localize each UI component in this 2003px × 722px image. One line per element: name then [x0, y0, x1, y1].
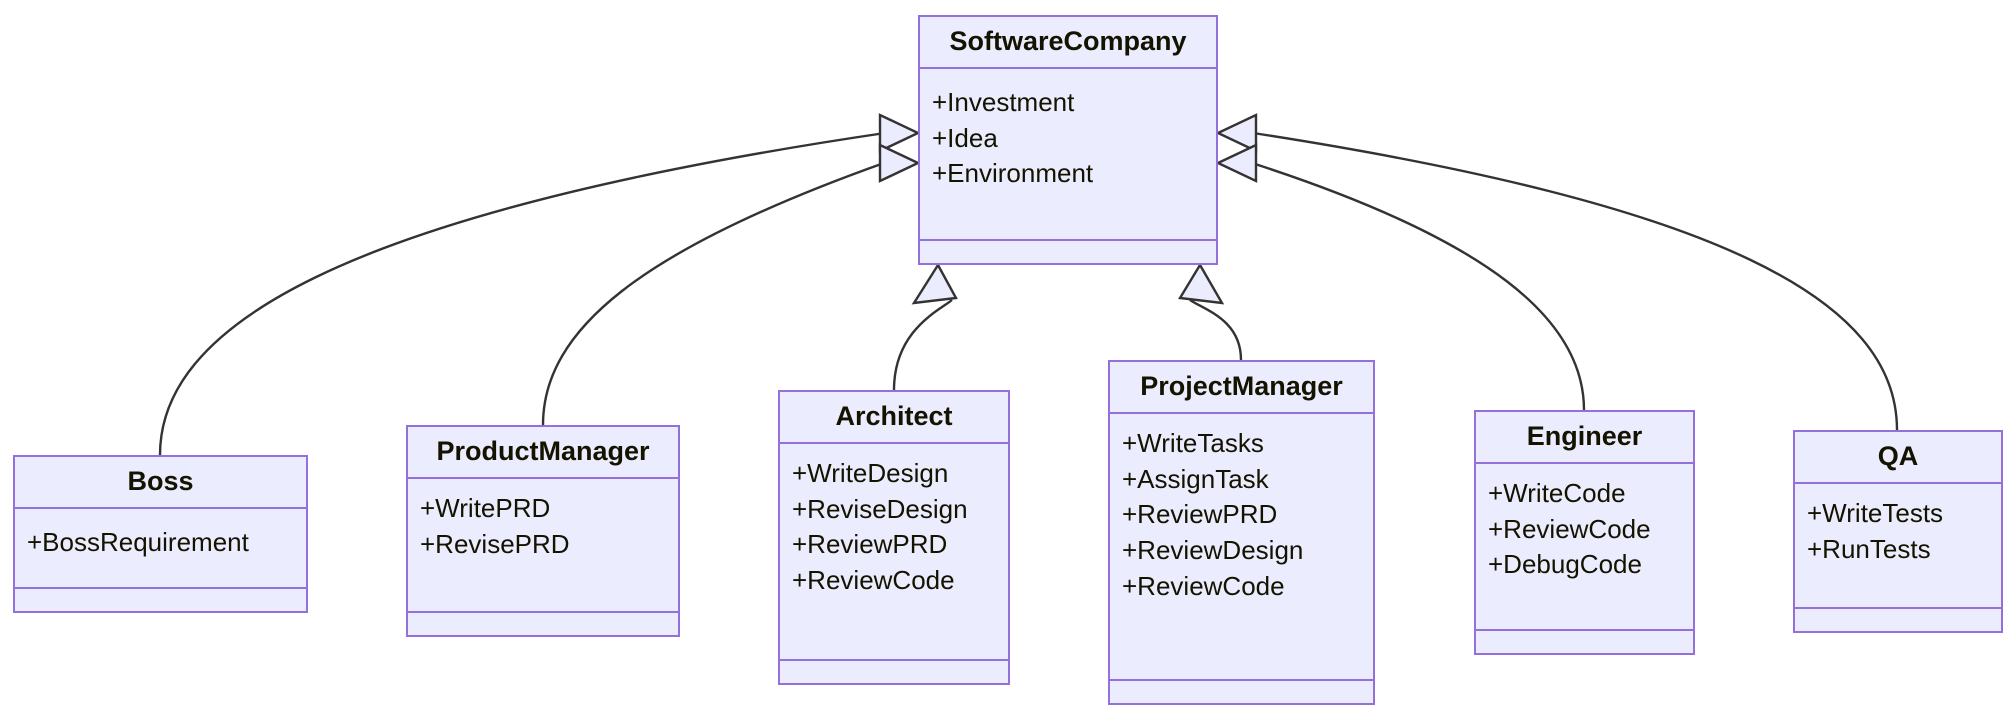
attribute-item: +ReviewCode	[792, 565, 955, 596]
inheritance-arrowhead-productmanager	[878, 143, 921, 183]
class-box-engineer[interactable]: Engineer +WriteCode +ReviewCode +DebugCo…	[1474, 410, 1695, 655]
attribute-item: +RunTests	[1807, 533, 1931, 564]
attribute-item: +ReviewPRD	[1122, 499, 1278, 530]
class-attributes-engineer: +WriteCode +ReviewCode +DebugCode	[1476, 464, 1693, 631]
class-box-architect[interactable]: Architect +WriteDesign +ReviseDesign +Re…	[778, 390, 1010, 685]
class-title-projectmanager: ProjectManager	[1110, 362, 1373, 414]
attribute-item: +DebugCode	[1488, 549, 1642, 580]
class-box-boss[interactable]: Boss +BossRequirement	[13, 455, 308, 613]
attribute-item: +Idea	[932, 122, 998, 153]
attribute-item: +RevisePRD	[420, 528, 570, 559]
inheritance-arrowhead-qa	[1215, 113, 1258, 153]
attribute-item: +ReviewDesign	[1122, 535, 1304, 566]
edge-projectmanager-to-softwarecompany	[1189, 298, 1243, 361]
class-methods-projectmanager	[1110, 681, 1373, 703]
inheritance-arrowhead-projectmanager	[1178, 262, 1225, 305]
class-title-softwarecompany: SoftwareCompany	[920, 17, 1216, 69]
edge-architect-to-softwarecompany	[892, 299, 953, 391]
class-title-engineer: Engineer	[1476, 412, 1693, 464]
attribute-item: +WriteTests	[1807, 497, 1944, 528]
attribute-item: +ReviseDesign	[792, 493, 968, 524]
class-box-productmanager[interactable]: ProductManager +WritePRD +RevisePRD	[406, 425, 680, 637]
class-attributes-qa: +WriteTests +RunTests	[1795, 484, 2001, 609]
class-title-boss: Boss	[15, 457, 306, 509]
class-attributes-boss: +BossRequirement	[15, 509, 306, 589]
class-title-qa: QA	[1795, 432, 2001, 484]
inheritance-arrowhead-engineer	[1215, 143, 1258, 183]
edge-boss-to-softwarecompany	[158, 131, 886, 456]
class-methods-softwarecompany	[920, 241, 1216, 263]
attribute-item: +WritePRD	[420, 492, 551, 523]
attribute-item: +ReviewPRD	[792, 529, 948, 560]
class-methods-architect	[780, 661, 1008, 683]
attribute-item: +WriteTasks	[1122, 427, 1264, 458]
class-methods-qa	[1795, 609, 2001, 631]
attribute-item: +AssignTask	[1122, 463, 1269, 494]
class-title-productmanager: ProductManager	[408, 427, 678, 479]
class-box-qa[interactable]: QA +WriteTests +RunTests	[1793, 430, 2003, 633]
class-box-softwarecompany[interactable]: SoftwareCompany +Investment +Idea +Envir…	[918, 15, 1218, 265]
attribute-item: +WriteCode	[1488, 477, 1626, 508]
attribute-item: +ReviewCode	[1488, 513, 1651, 544]
attribute-item: +BossRequirement	[27, 526, 249, 557]
class-title-architect: Architect	[780, 392, 1008, 444]
class-methods-boss	[15, 589, 306, 611]
attribute-item: +ReviewCode	[1122, 571, 1285, 602]
inheritance-arrowhead-boss	[878, 113, 921, 153]
class-attributes-softwarecompany: +Investment +Idea +Environment	[920, 69, 1216, 241]
class-attributes-productmanager: +WritePRD +RevisePRD	[408, 479, 678, 613]
inheritance-arrowhead-architect	[911, 262, 958, 305]
attribute-item: +WriteDesign	[792, 457, 949, 488]
class-methods-engineer	[1476, 631, 1693, 653]
attribute-item: +Environment	[932, 158, 1094, 189]
attribute-item: +Investment	[932, 86, 1075, 117]
class-attributes-architect: +WriteDesign +ReviseDesign +ReviewPRD +R…	[780, 444, 1008, 661]
class-methods-productmanager	[408, 613, 678, 635]
class-box-projectmanager[interactable]: ProjectManager +WriteTasks +AssignTask +…	[1108, 360, 1375, 705]
edge-productmanager-to-softwarecompany	[541, 161, 885, 426]
class-attributes-projectmanager: +WriteTasks +AssignTask +ReviewPRD +Revi…	[1110, 414, 1373, 681]
